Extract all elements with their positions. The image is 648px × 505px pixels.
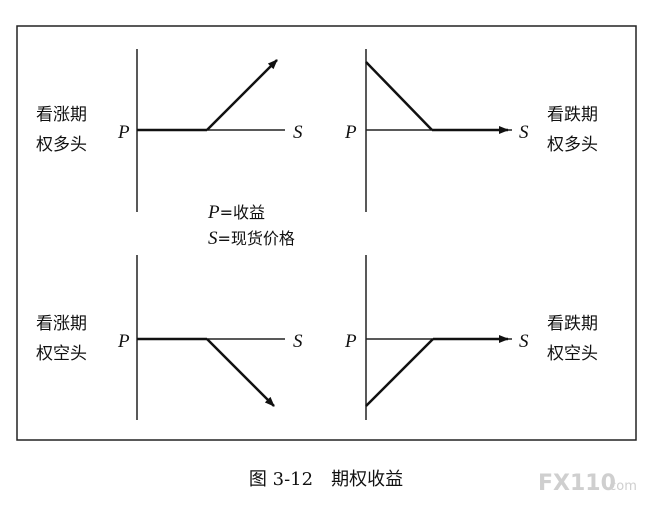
legend-p-symbol: P [207, 202, 220, 223]
payoff-slope [365, 338, 434, 407]
panel-label-line2: 权多头 [547, 135, 598, 155]
legend-s-symbol: S [208, 228, 218, 249]
legend-p-text: =收益 [220, 203, 265, 222]
panel-label-line1: 看涨期 [36, 105, 87, 125]
panel-label-line2: 权空头 [36, 344, 87, 364]
legend-payoff: P=收益 [207, 202, 265, 223]
x-axis-label: S [293, 122, 303, 143]
y-axis-label: P [344, 331, 357, 352]
panel-long-put: P S 看跌期 权多头 [344, 49, 598, 212]
panel-short-call: 看涨期 权空头 P S [36, 255, 303, 420]
payoff-slope [365, 61, 433, 131]
y-axis-label: P [117, 122, 130, 143]
x-axis-label: S [519, 122, 529, 143]
x-axis-label: S [519, 331, 529, 352]
watermark-suffix: .com [605, 479, 637, 494]
legend-spot-price: S=现货价格 [208, 228, 295, 249]
panel-label-line1: 看跌期 [547, 105, 598, 125]
watermark-logo: FX110 .com [538, 471, 637, 496]
panel-label-line1: 看涨期 [36, 314, 87, 334]
y-axis-label: P [344, 122, 357, 143]
figure-caption: 图 3-12 期权收益 [249, 469, 403, 490]
panel-long-call: 看涨期 权多头 P S [36, 49, 303, 212]
legend: P=收益 S=现货价格 [207, 202, 295, 249]
panel-label-line2: 权多头 [36, 135, 87, 155]
y-axis-label: P [117, 331, 130, 352]
figure-frame [16, 25, 637, 441]
payoff-arrow [206, 338, 275, 407]
payoff-arrow [206, 59, 278, 131]
x-axis-label: S [293, 331, 303, 352]
panel-label-line2: 权空头 [547, 344, 598, 364]
panel-short-put: P S 看跌期 权空头 [344, 255, 598, 420]
legend-s-text: =现货价格 [218, 229, 295, 248]
watermark-brand: FX110 [538, 471, 616, 496]
panel-label-line1: 看跌期 [547, 314, 598, 334]
